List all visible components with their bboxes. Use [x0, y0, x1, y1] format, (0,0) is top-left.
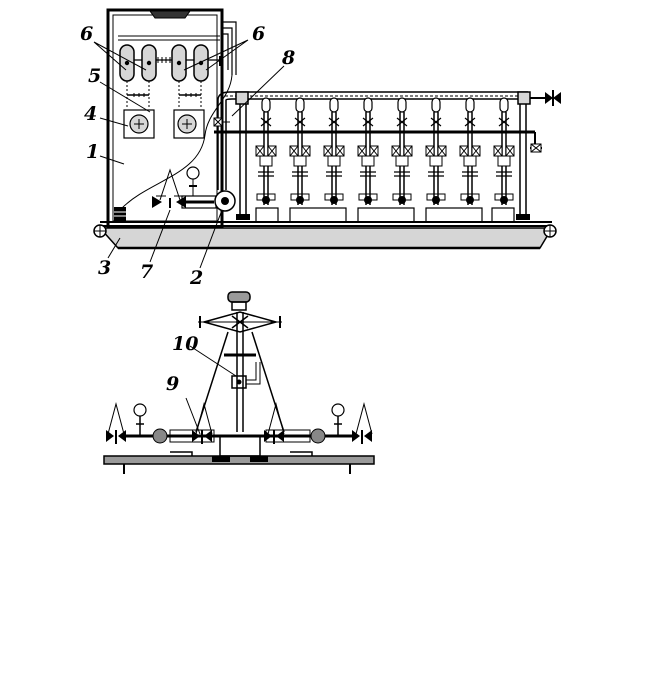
front-elevation-view — [104, 292, 374, 474]
label-2: 2 — [189, 267, 203, 289]
inner-valves — [186, 346, 284, 444]
wellhead-riser — [392, 98, 412, 205]
wellhead-riser — [358, 98, 378, 205]
label-5: 5 — [88, 65, 101, 87]
label-7: 7 — [140, 261, 153, 283]
label-10: 10 — [172, 333, 198, 355]
wellhead-riser — [426, 98, 446, 205]
side-valve-right — [311, 404, 372, 444]
wellhead-row — [256, 98, 514, 222]
label-4: 4 — [84, 103, 97, 125]
callout-labels: 6 6 8 5 4 1 3 7 2 10 9 — [80, 23, 295, 395]
label-1: 1 — [86, 141, 99, 163]
wellhead-riser — [256, 98, 276, 205]
label-6-left: 6 — [80, 23, 93, 45]
filter-group — [118, 36, 222, 108]
side-elevation-view — [94, 10, 561, 268]
wellhead-riser — [460, 98, 480, 205]
label-9: 9 — [166, 373, 179, 395]
wellhead-riser — [324, 98, 344, 205]
label-6-right: 6 — [252, 23, 265, 45]
wellhead-riser — [290, 98, 310, 205]
wellhead-riser — [494, 98, 514, 205]
label-8: 8 — [281, 47, 295, 69]
label-3: 3 — [98, 257, 111, 279]
flow-meters — [124, 110, 204, 138]
side-valve-left — [106, 404, 167, 444]
skid-base — [94, 222, 556, 248]
